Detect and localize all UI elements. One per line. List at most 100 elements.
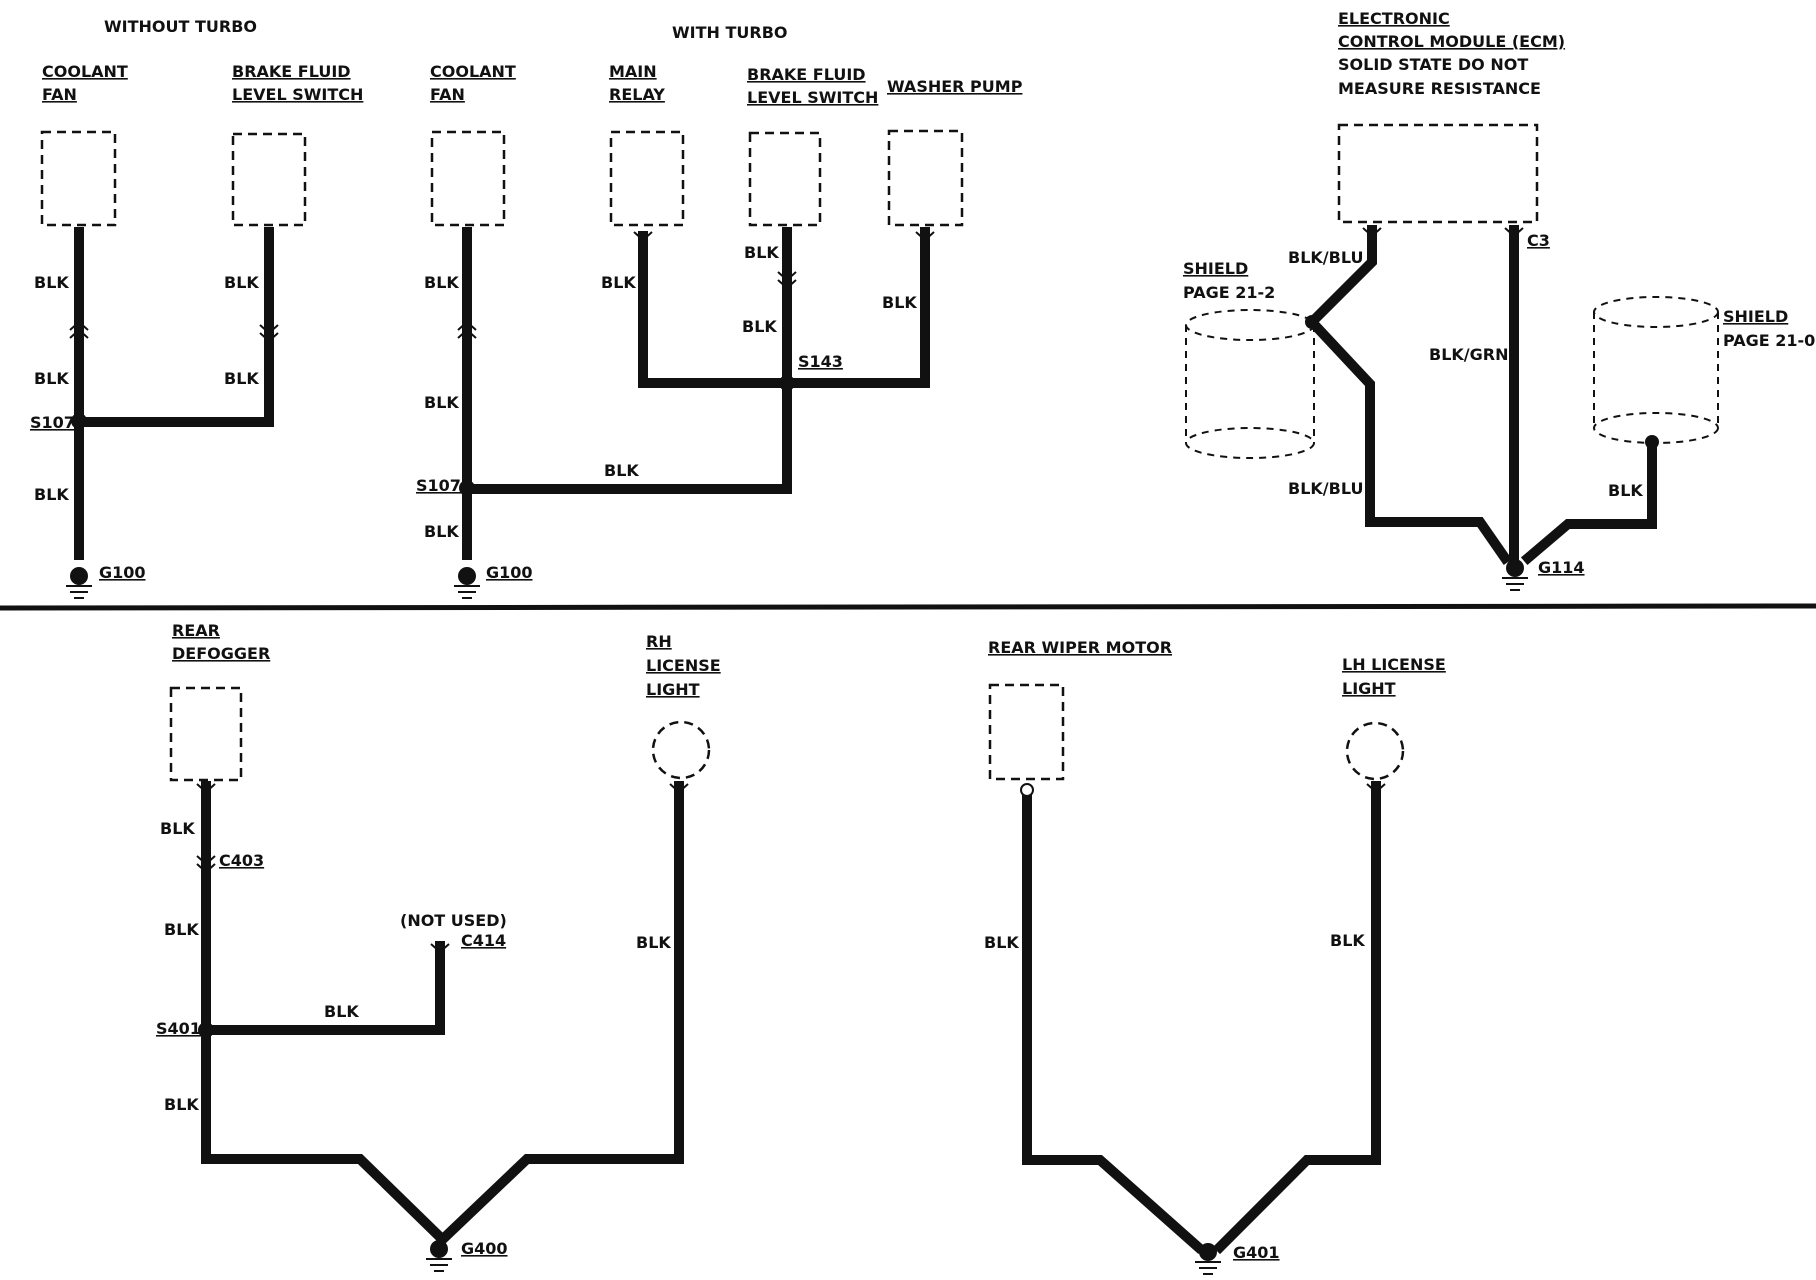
ecm-wire-label-1: BLK/BLU	[1288, 248, 1363, 267]
connector-c403-label: C403	[219, 851, 264, 870]
wt-coolant-fan-label-1: COOLANT	[42, 62, 128, 81]
rear-defogger-pin	[196, 783, 216, 794]
t-washer-pump-box	[887, 129, 964, 227]
wt-splice-s107-label: S107	[30, 413, 75, 432]
wt-splice-s107	[71, 413, 87, 429]
ecm-pin-1	[1362, 227, 1382, 238]
ecm-label-1: ELECTRONIC	[1338, 9, 1450, 28]
section-divider	[0, 603, 1816, 611]
rw-wire-label: BLK	[984, 933, 1019, 952]
rear-wiper-wire	[1022, 791, 1206, 1255]
wt-coolant-fan-label-2: FAN	[42, 85, 77, 104]
wt-wire-label-2: BLK	[34, 369, 69, 388]
ecm-pin-2	[1504, 227, 1524, 238]
ground-g400-label: G400	[461, 1239, 508, 1258]
ground-symbol	[1502, 559, 1528, 591]
t-wire-label-2: BLK	[424, 393, 459, 412]
shield-right-drain	[1645, 435, 1659, 449]
t-washer-pump-label: WASHER PUMP	[887, 77, 1023, 96]
title-without-turbo: WITHOUT TURBO	[104, 17, 257, 36]
ecm-label-3: SOLID STATE DO NOT	[1338, 55, 1528, 74]
rear-wiper-pin	[1020, 783, 1034, 797]
shield-left-label-1: SHIELD	[1183, 259, 1248, 278]
t-relay-pin	[633, 231, 653, 242]
ecm-connector-c3-label: C3	[1527, 231, 1550, 250]
t-main-relay-box	[609, 130, 685, 227]
c414-pin	[430, 943, 450, 954]
without-turbo-circuit: COOLANT FAN BRAKE FLUID LEVEL SWITCH BLK…	[30, 62, 363, 599]
t-brake-fluid-box	[748, 131, 822, 227]
lh-license-lamp	[1345, 721, 1405, 781]
t-brake-fluid-label-1: BRAKE FLUID	[747, 65, 866, 84]
wt-brake-fluid-label-1: BRAKE FLUID	[232, 62, 351, 81]
wt-wire-label-4: BLK	[224, 273, 259, 292]
rear-wiper-box	[988, 683, 1065, 781]
ground-symbol	[66, 567, 92, 599]
title-with-turbo: WITH TURBO	[672, 23, 788, 42]
c414-not-used-label: (NOT USED)	[400, 911, 507, 930]
splice-s401-label: S401	[156, 1019, 201, 1038]
ecm-label-2: CONTROL MODULE (ECM)	[1338, 32, 1565, 51]
rear-wiper-circuit: REAR WIPER MOTOR LH LICENSE LIGHT BLK BL…	[984, 638, 1446, 1275]
ecm-circuit: ELECTRONIC CONTROL MODULE (ECM) SOLID ST…	[1183, 9, 1815, 591]
rear-defogger-label-2: DEFOGGER	[172, 644, 270, 663]
rear-wiper-label: REAR WIPER MOTOR	[988, 638, 1172, 657]
splice-s401	[198, 1022, 214, 1038]
lh-license-label-1: LH LICENSE	[1342, 655, 1446, 674]
rd-wire-label-1: BLK	[160, 819, 195, 838]
rear-defogger-label-1: REAR	[172, 621, 220, 640]
wt-wire-label-1: BLK	[34, 273, 69, 292]
wt-wire-label-3: BLK	[34, 485, 69, 504]
ground-symbol	[1195, 1243, 1221, 1275]
lh-wire-label: BLK	[1330, 931, 1365, 950]
shield-left-drain	[1305, 315, 1319, 329]
wt-connector-2	[259, 324, 279, 343]
rh-license-label-3: LIGHT	[646, 680, 700, 699]
wt-brake-fluid-label-2: LEVEL SWITCH	[232, 85, 363, 104]
rh-wire-label: BLK	[636, 933, 671, 952]
rh-license-label-1: RH	[646, 632, 672, 651]
ecm-wire-label-2: BLK/GRN	[1429, 345, 1508, 364]
shield-right-cylinder	[1593, 296, 1719, 444]
c414-wire	[201, 941, 445, 1035]
shield-right-label-2: PAGE 21-0	[1723, 331, 1815, 350]
ecm-wire-label-3: BLK/BLU	[1288, 479, 1363, 498]
rear-defogger-wire	[201, 781, 448, 1245]
t-connector-2	[777, 271, 797, 290]
ecm-label-4: MEASURE RESISTANCE	[1338, 79, 1541, 98]
t-splice-s143	[779, 375, 795, 391]
wt-coolant-fan-box	[40, 130, 117, 227]
t-wire-label-1: BLK	[424, 273, 459, 292]
ecm-blk-blu-wire	[1305, 225, 1512, 565]
shield-right-drain-wire	[1520, 437, 1657, 566]
rd-wire-label-4: BLK	[324, 1002, 359, 1021]
rear-defogger-box	[169, 686, 243, 782]
t-brake-fluid-wire	[462, 227, 792, 494]
rh-license-lamp	[651, 720, 711, 780]
ground-g100-label: G100	[99, 563, 146, 582]
ecm-box	[1337, 123, 1539, 224]
t-wire-label-5: BLK	[744, 243, 779, 262]
rd-wire-label-2: BLK	[164, 920, 199, 939]
shield-left-label-2: PAGE 21-2	[1183, 283, 1275, 302]
shield-right-label-1: SHIELD	[1723, 307, 1788, 326]
ecm-wire-label-4: BLK	[1608, 481, 1643, 500]
rh-license-wire	[437, 781, 684, 1245]
connector-c414-label: C414	[461, 931, 506, 950]
t-coolant-fan-label-1: COOLANT	[430, 62, 516, 81]
t-wire-label-8: BLK	[604, 461, 639, 480]
rear-defogger-circuit: REAR DEFOGGER RH LICENSE LIGHT BLK BLK B…	[156, 621, 721, 1272]
wt-connector-1	[69, 320, 89, 339]
c403-connector	[196, 855, 216, 874]
with-turbo-circuit: COOLANT FAN MAIN RELAY BRAKE FLUID LEVEL…	[416, 62, 1023, 599]
t-coolant-fan-label-2: FAN	[430, 85, 465, 104]
lh-license-label-2: LIGHT	[1342, 679, 1396, 698]
t-splice-s107	[459, 480, 475, 496]
t-main-relay-label-1: MAIN	[609, 62, 657, 81]
wt-brake-fluid-box	[231, 132, 307, 227]
t-brake-fluid-label-2: LEVEL SWITCH	[747, 88, 878, 107]
t-wire-label-4: BLK	[601, 273, 636, 292]
rh-license-pin	[669, 783, 689, 794]
t-wire-label-6: BLK	[742, 317, 777, 336]
